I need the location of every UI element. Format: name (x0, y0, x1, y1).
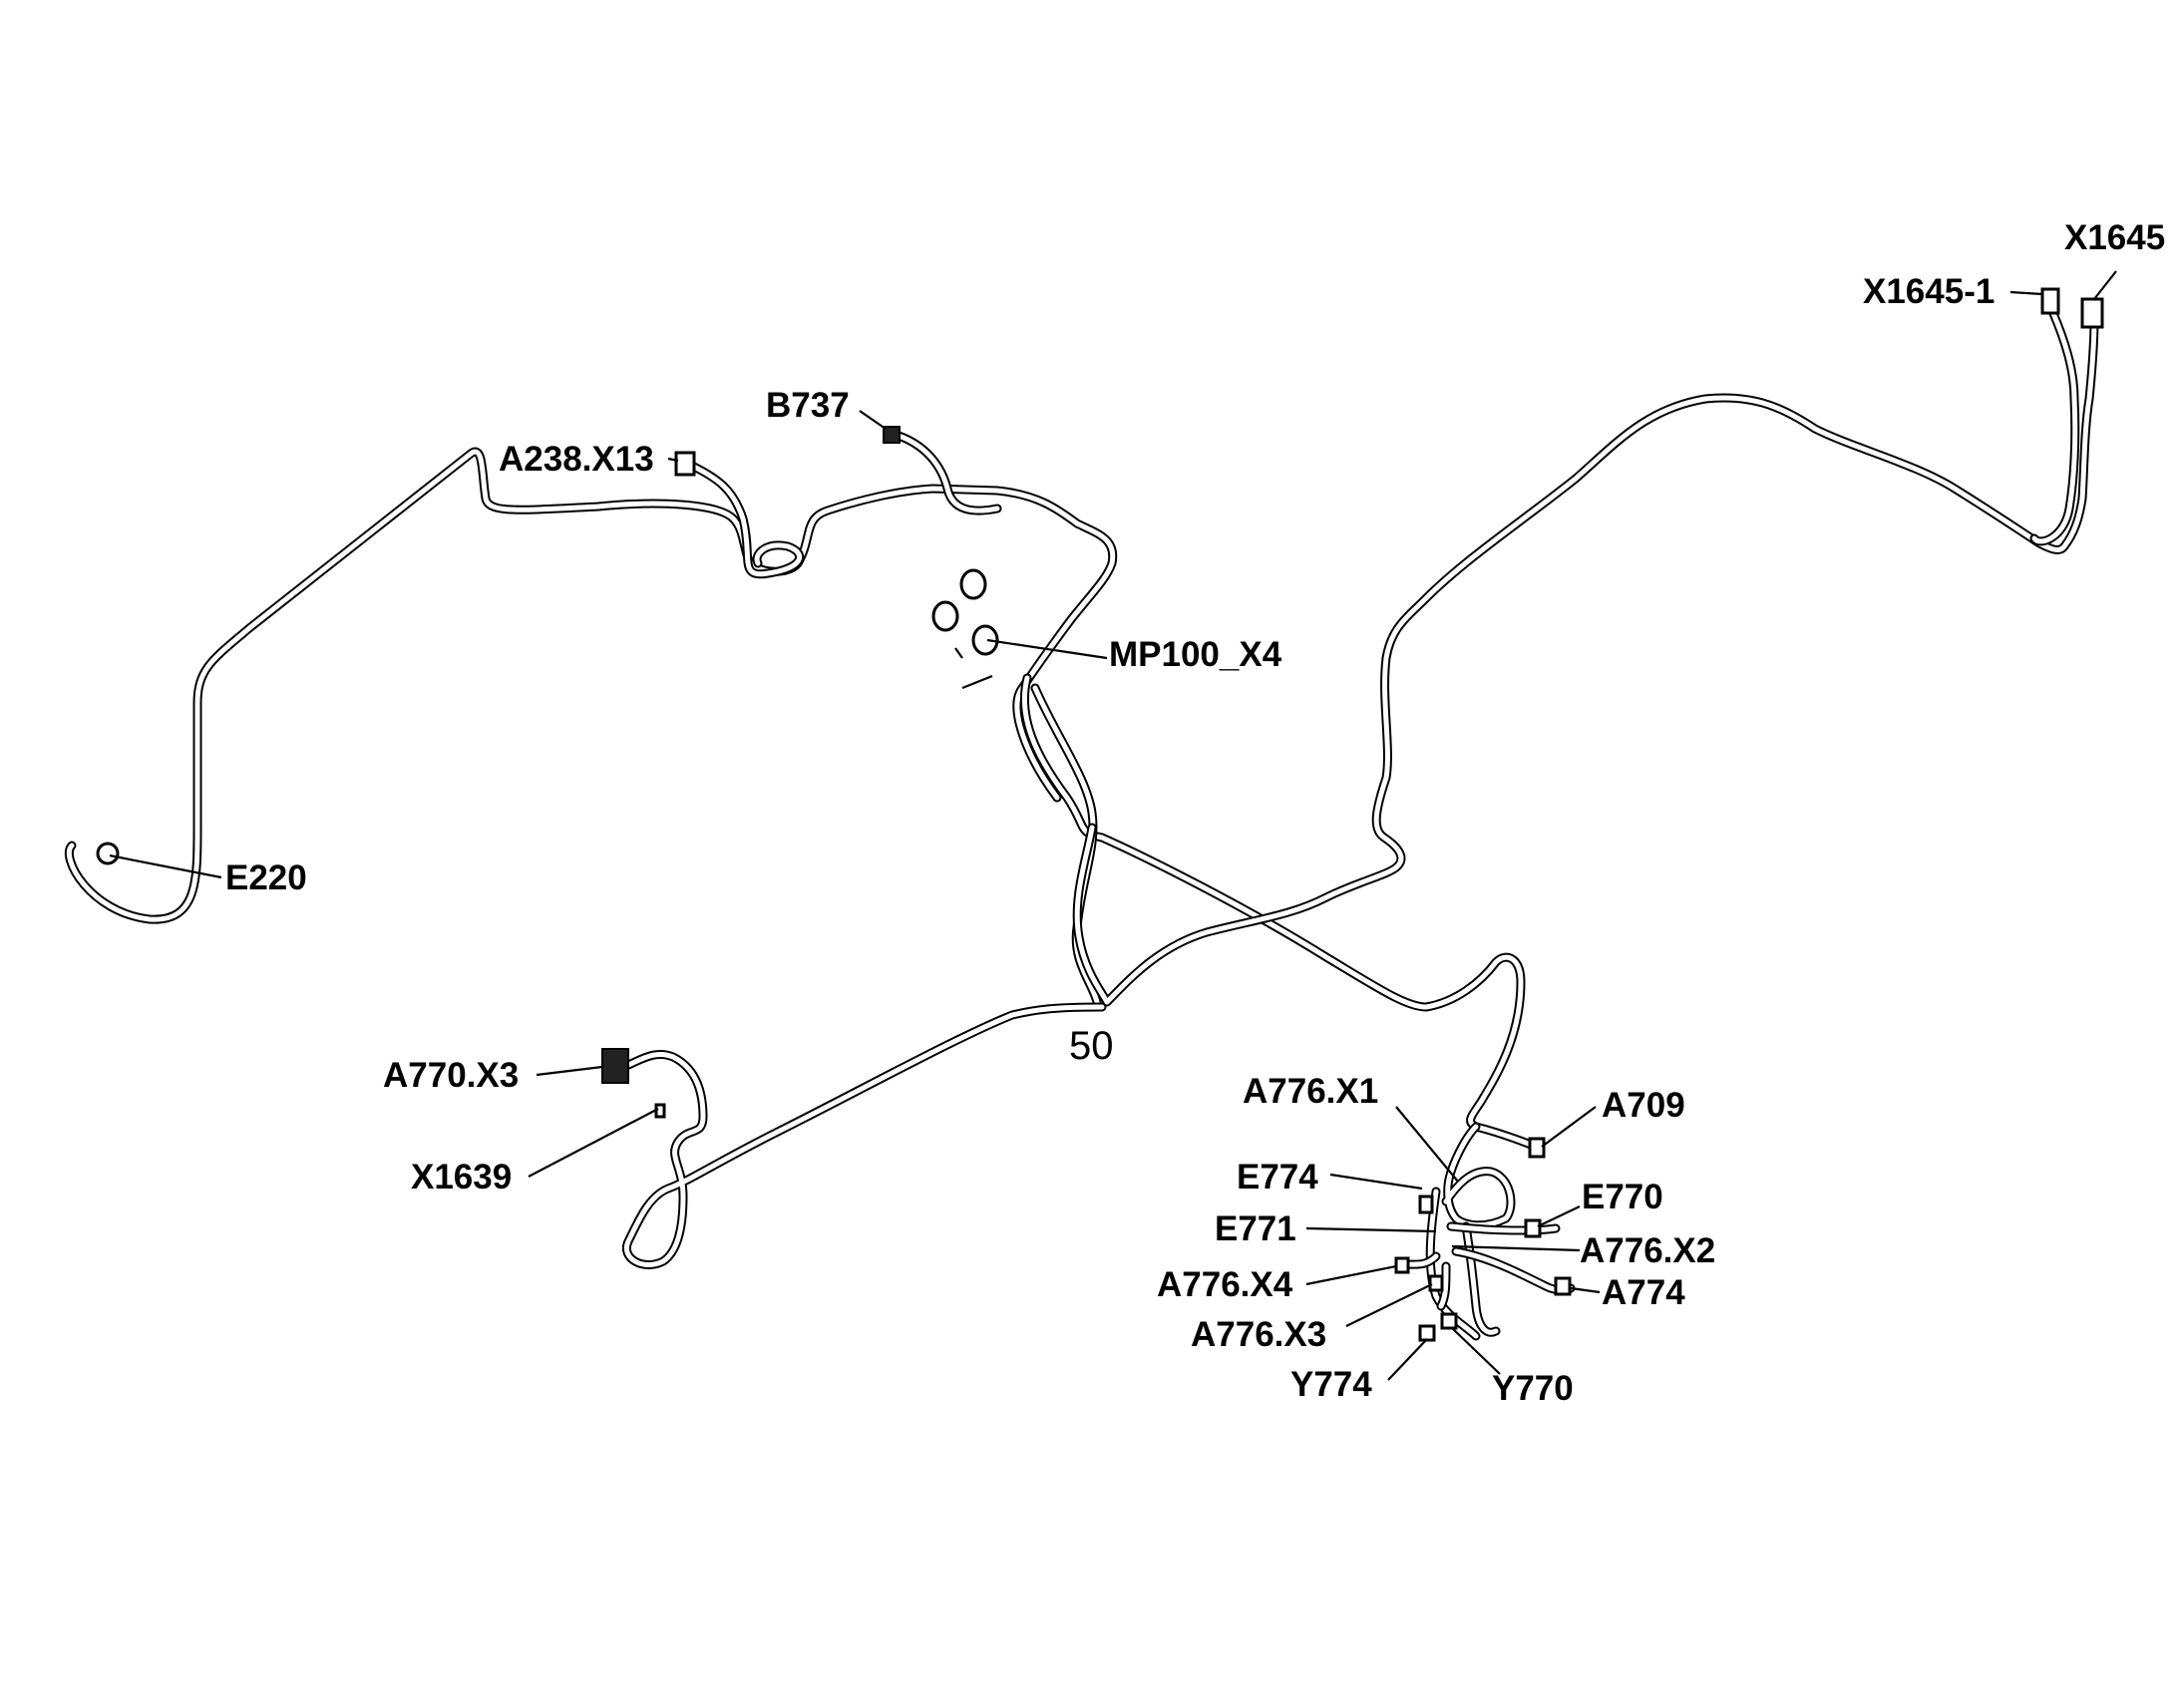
label-b737: B737 (766, 386, 850, 425)
label-a776-x4: A776.X4 (1157, 1265, 1293, 1304)
a776-x3-connector (1428, 1274, 1444, 1292)
label-e220: E220 (225, 858, 307, 897)
leader-lines (109, 270, 2117, 1381)
e220-connector (96, 842, 120, 865)
label-a776-x3: A776.X3 (1191, 1315, 1326, 1354)
label-a238-x13: A238.X13 (499, 440, 654, 479)
y770-connector (1440, 1312, 1458, 1330)
label-e770: E770 (1582, 1178, 1663, 1216)
label-y770: Y770 (1492, 1369, 1574, 1408)
x1639-connector (654, 1103, 666, 1119)
y774-connector (1418, 1324, 1436, 1342)
wire-harness (64, 306, 2099, 1341)
x1645-connector (2080, 297, 2104, 329)
label-a709: A709 (1602, 1086, 1685, 1125)
a709-connector (1528, 1137, 1546, 1159)
label-x1645: X1645 (2064, 218, 2165, 257)
a774-connector (1554, 1276, 1572, 1296)
b737-connector (883, 426, 901, 444)
label-a774: A774 (1602, 1273, 1685, 1312)
mp100-x4-cylinders (931, 568, 999, 690)
label-e774: E774 (1237, 1158, 1318, 1196)
label-50: 50 (1069, 1024, 1114, 1068)
e770-connector (1524, 1218, 1542, 1238)
label-a776-x1: A776.X1 (1243, 1072, 1378, 1111)
a770-x3-connector (601, 1048, 629, 1084)
label-e771: E771 (1215, 1209, 1296, 1248)
x1645-1-connector (2040, 287, 2060, 315)
connectors (96, 287, 2104, 1342)
labels: X1645 X1645-1 B737 A238.X13 MP100_X4 E22… (225, 218, 2165, 1408)
label-a770-x3: A770.X3 (383, 1056, 519, 1095)
label-mp100-x4: MP100_X4 (1109, 635, 1282, 674)
label-x1645-1: X1645-1 (1863, 272, 1995, 311)
a238-x13-connector (674, 451, 696, 477)
a776-x4-connector (1394, 1256, 1410, 1274)
label-x1639: X1639 (411, 1158, 512, 1196)
label-a776-x2: A776.X2 (1580, 1231, 1715, 1270)
label-y774: Y774 (1290, 1365, 1372, 1404)
e774-connector (1418, 1195, 1434, 1214)
